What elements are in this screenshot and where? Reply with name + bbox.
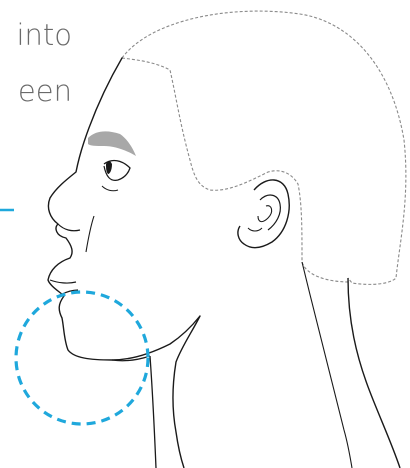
eye-crease (102, 186, 118, 191)
ear-inner-concha (258, 206, 272, 222)
face-profile-line (48, 58, 200, 360)
ear-inner-helix (260, 195, 280, 230)
nasolabial-fold (86, 216, 94, 252)
ear-lobe-fold (248, 228, 262, 231)
hair-outer-boundary (122, 11, 406, 284)
throat-line (150, 356, 156, 468)
neck-muscle-line (302, 262, 352, 468)
ear-outer (238, 180, 289, 248)
nostril (58, 224, 80, 231)
lip-line (50, 280, 76, 283)
eyebrow (88, 131, 136, 156)
hairline-boundary (122, 58, 350, 282)
back-of-neck-line (348, 278, 400, 468)
eye-iris (106, 161, 112, 174)
